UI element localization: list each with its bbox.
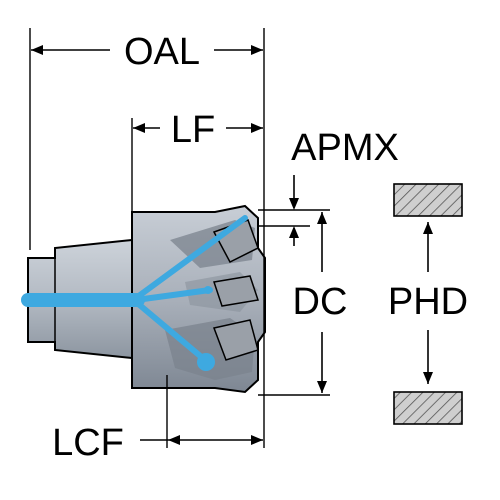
insert-bottom <box>212 319 259 361</box>
dc-label: DC <box>293 281 348 323</box>
oal-label: OAL <box>124 31 200 73</box>
coolant-branch-middle <box>133 287 213 303</box>
arrow-head <box>133 123 145 133</box>
lf-label: LF <box>171 109 215 151</box>
coolant-outlet-middle <box>204 286 212 294</box>
arrow-head <box>289 198 299 210</box>
coolant-branch-top <box>133 215 248 301</box>
arrow-head <box>251 123 263 133</box>
phd-label: PHD <box>388 281 468 323</box>
lcf-label: LCF <box>52 422 124 464</box>
arrow-head <box>251 45 263 55</box>
arrow-head <box>423 222 433 234</box>
apmx-label: APMX <box>291 127 399 169</box>
coolant-channels <box>21 215 248 363</box>
arrow-head <box>317 212 327 224</box>
arrow-head <box>31 45 43 55</box>
arrow-head <box>317 381 327 393</box>
arrow-head <box>423 372 433 384</box>
tool-illustration <box>21 204 266 394</box>
hatched-workpiece-top <box>393 183 463 217</box>
coolant-branch-bottom <box>133 299 208 363</box>
coolant-outlet-bottom <box>197 353 215 371</box>
insert-middle <box>213 275 259 307</box>
hatched-workpiece-bottom <box>393 391 463 425</box>
dimension-lines <box>31 45 433 445</box>
arrow-head <box>251 435 263 445</box>
arrow-head <box>168 435 180 445</box>
arrow-head <box>289 226 299 238</box>
